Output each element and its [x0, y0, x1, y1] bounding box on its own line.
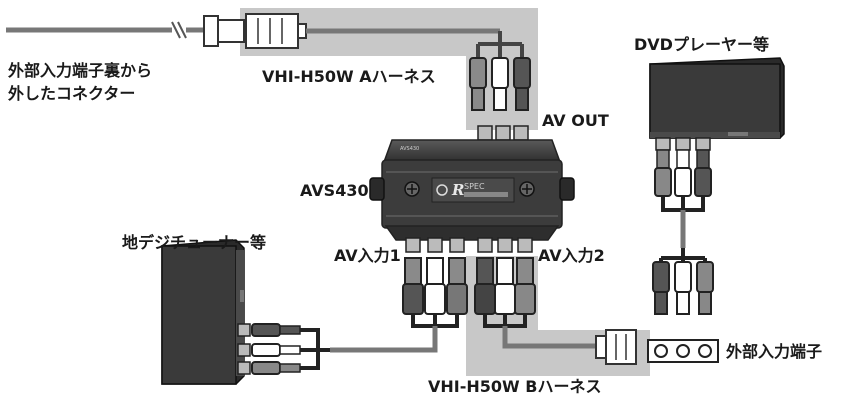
avs430-device: AVS430 R SPEC — [369, 125, 575, 253]
spec-logo-text: SPEC — [464, 182, 485, 191]
harness-a-rca-group — [469, 31, 531, 111]
device-top-print: AVS430 — [400, 146, 419, 152]
label-dvd-player: DVDプレーヤー等 — [634, 35, 769, 54]
label-harness-a: VHI-H50W Aハーネス — [262, 67, 436, 86]
rca-plug-white — [491, 57, 509, 111]
harness-b-connector — [595, 329, 637, 365]
label-external-cable-line1: 外部入力端子裏から — [7, 61, 152, 80]
rca-plug-yellow — [469, 57, 487, 111]
digital-tuner-device — [161, 239, 251, 385]
rca-plug-red — [513, 57, 531, 111]
tuner-rca-cable — [251, 323, 330, 375]
harness-a-connector — [245, 13, 500, 49]
label-av-input-1: AV入力1 — [334, 246, 401, 265]
rspec-badge: R SPEC — [431, 177, 515, 203]
av-in1-jacks — [405, 237, 465, 253]
label-harness-b: VHI-H50W Bハーネス — [428, 377, 601, 396]
label-av-input-2: AV入力2 — [538, 246, 605, 265]
label-avs430: AVS430 — [300, 181, 369, 200]
label-av-out: AV OUT — [542, 111, 609, 130]
label-external-cable-line2: 外したコネクター — [7, 84, 135, 103]
label-external-input-terminal: 外部入力端子 — [725, 342, 822, 361]
av-out-jacks — [477, 125, 529, 141]
dvd-rca-cable — [652, 149, 714, 315]
dvd-player-device — [649, 57, 785, 151]
av-in1-rca-group — [330, 257, 468, 353]
svg-text:R: R — [451, 181, 464, 199]
av-in2-rca-group — [474, 257, 596, 349]
av-in2-jacks — [477, 237, 533, 253]
external-input-terminal — [647, 339, 719, 363]
label-digital-tuner: 地デジチューナー等 — [122, 233, 266, 252]
external-cable-top — [6, 15, 245, 47]
